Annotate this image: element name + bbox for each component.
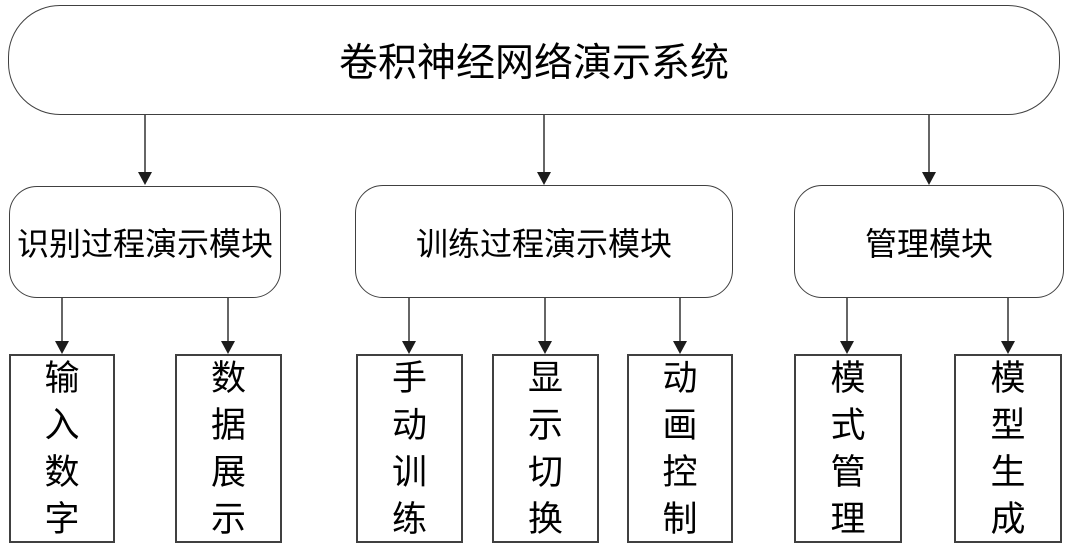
node-leaf-data-display-label: 数据展示 (211, 358, 247, 539)
arrowhead-icon (138, 172, 152, 185)
node-leaf-model-generation: 模型生成 (954, 354, 1062, 543)
node-root-system: 卷积神经网络演示系统 (8, 5, 1060, 115)
node-module-management: 管理模块 (794, 185, 1064, 298)
node-leaf-mode-management-label: 模式管理 (830, 358, 866, 539)
node-leaf-manual-training-label: 手动训练 (392, 358, 428, 539)
arrowhead-icon (538, 341, 552, 354)
node-leaf-model-generation-label: 模型生成 (990, 358, 1026, 539)
node-module-recognition-label: 识别过程演示模块 (16, 226, 273, 262)
node-module-recognition: 识别过程演示模块 (9, 186, 281, 298)
arrowhead-icon (922, 172, 936, 185)
arrowhead-icon (221, 341, 235, 354)
node-leaf-mode-management: 模式管理 (794, 354, 902, 543)
node-module-training-label: 训练过程演示模块 (415, 225, 672, 262)
node-leaf-input-digits-label: 输入数字 (44, 358, 80, 539)
node-leaf-input-digits: 输入数字 (9, 354, 115, 543)
arrowhead-icon (55, 341, 69, 354)
node-leaf-display-switch-label: 显示切换 (528, 358, 564, 539)
arrowhead-icon (537, 172, 551, 185)
arrowhead-icon (402, 341, 416, 354)
node-root-label: 卷积神经网络演示系统 (338, 42, 729, 85)
arrowhead-icon (1001, 341, 1015, 354)
node-leaf-manual-training: 手动训练 (356, 354, 463, 543)
node-leaf-display-switch: 显示切换 (492, 354, 599, 543)
node-leaf-data-display: 数据展示 (175, 354, 282, 543)
node-module-management-label: 管理模块 (864, 225, 993, 262)
node-leaf-animation-control: 动画控制 (627, 354, 733, 543)
node-leaf-animation-control-label: 动画控制 (662, 358, 698, 539)
node-module-training: 训练过程演示模块 (355, 185, 733, 298)
arrowhead-icon (673, 341, 687, 354)
arrowhead-icon (840, 341, 854, 354)
